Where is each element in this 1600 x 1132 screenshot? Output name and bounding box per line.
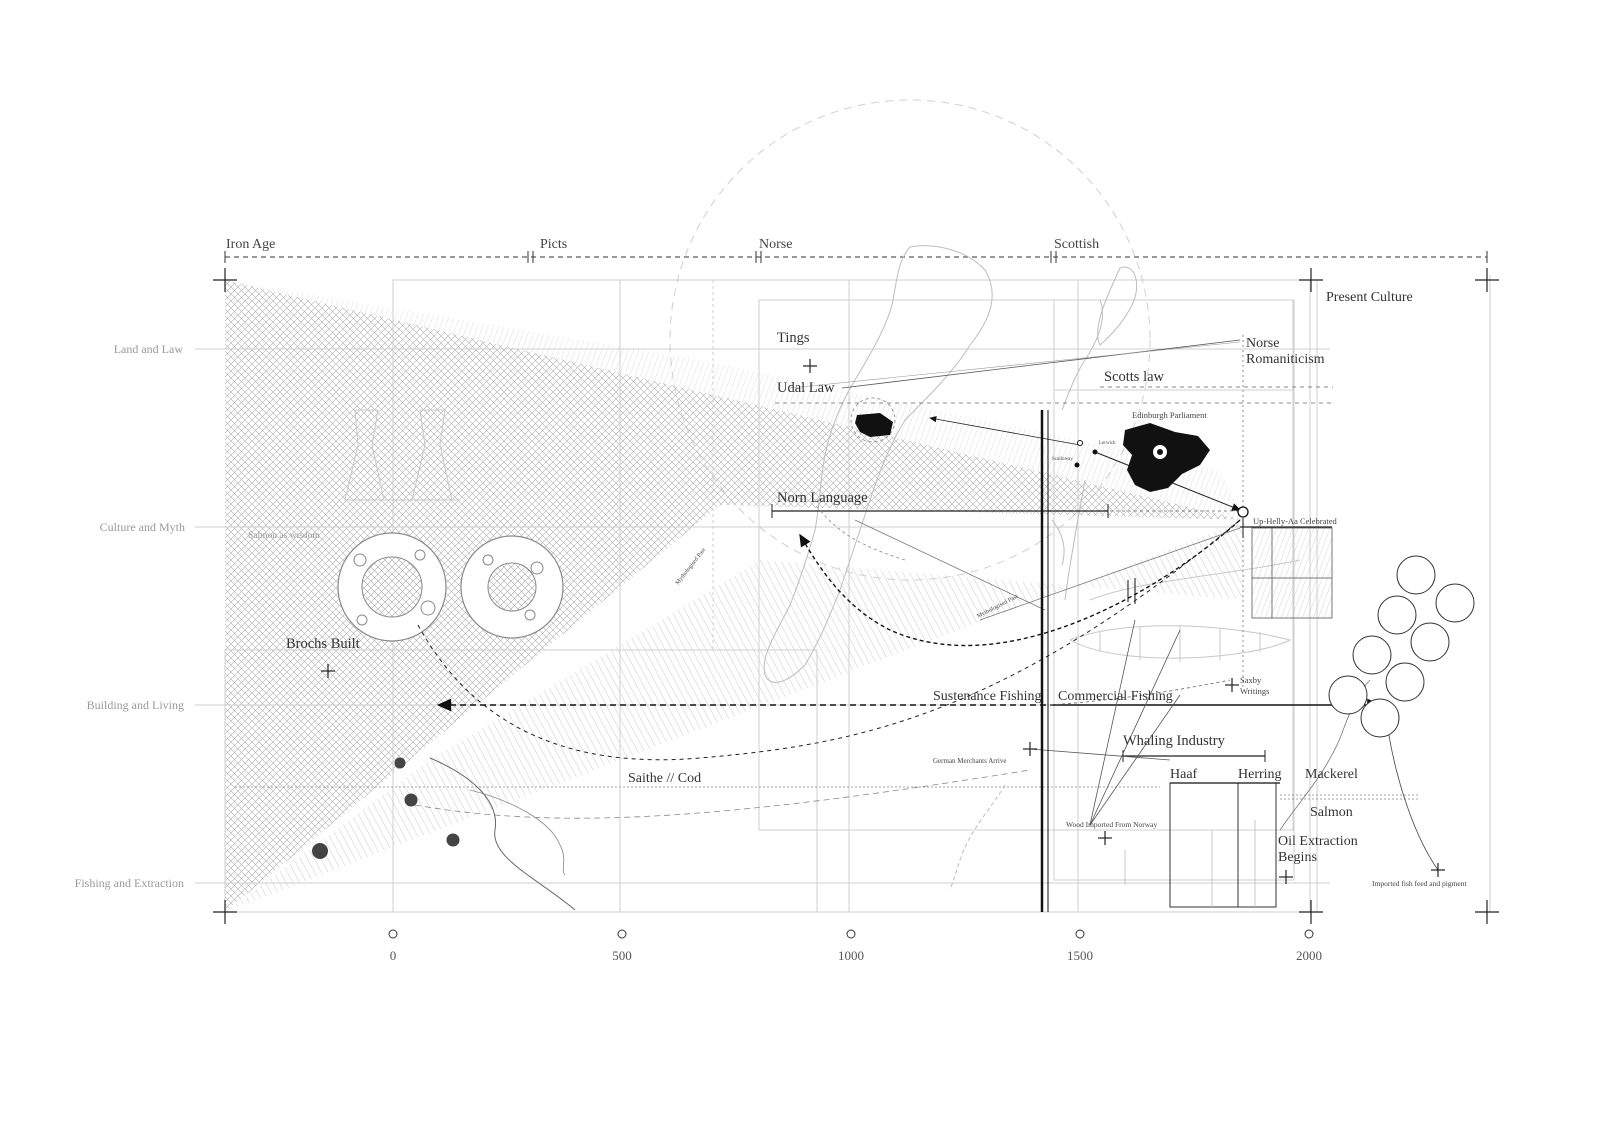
tick-2000: 2000 — [1296, 929, 1322, 963]
label-german-merchants: German Merchants Arrive — [933, 757, 1006, 765]
era-label-picts: Picts — [540, 237, 567, 252]
land-shapes — [855, 413, 1210, 492]
island-shape-small — [855, 413, 893, 437]
shetland-map — [763, 245, 1138, 891]
era-header: Iron Age Picts Norse Scottish — [224, 237, 1488, 263]
label-mackerel: Mackerel — [1305, 767, 1358, 782]
tick-1000: 1000 — [838, 929, 864, 963]
main-vertical-divider — [1040, 410, 1136, 912]
present-culture-label: Present Culture — [1326, 290, 1413, 305]
label-oil-extraction-1: Oil Extraction — [1278, 834, 1358, 849]
era-label-iron-age: Iron Age — [226, 237, 275, 252]
label-saxby-1: Saxby — [1240, 675, 1262, 685]
label-saxby-2: Writings — [1240, 686, 1269, 696]
category-label-land-and-law: Land and Law — [114, 342, 184, 356]
label-tings: Tings — [777, 330, 810, 346]
town-markers — [1074, 440, 1249, 518]
tick-label: 1000 — [838, 948, 864, 963]
label-lerwick: Lerwick — [1099, 441, 1116, 446]
label-mythologised-past-1: Mythologised Past — [675, 547, 708, 586]
up-helly-aa-panel — [1251, 527, 1333, 619]
label-commercial-fishing: Commercial Fishing — [1058, 689, 1173, 704]
tick-label: 500 — [612, 948, 632, 963]
label-brochs-built: Brochs Built — [286, 636, 360, 652]
label-salmon-wisdom: Salmon as wisdom — [248, 531, 320, 541]
label-salmon: Salmon — [1310, 805, 1353, 820]
era-label-scottish: Scottish — [1054, 237, 1099, 252]
tick-1500: 1500 — [1067, 929, 1093, 963]
fishing-dots — [312, 757, 460, 859]
broch-plans — [337, 532, 564, 642]
salmon-bubbles — [1328, 555, 1475, 738]
category-label-culture-and-myth: Culture and Myth — [100, 520, 185, 534]
label-saithe-cod: Saithe // Cod — [628, 771, 701, 786]
era-label-norse: Norse — [759, 237, 792, 252]
dashed-circles — [669, 99, 1151, 581]
label-udal-law: Udal Law — [777, 380, 835, 396]
tick-0: 0 — [388, 929, 398, 963]
tick-label: 2000 — [1296, 948, 1322, 963]
island-shape-large — [1123, 423, 1210, 492]
corner-marks — [213, 268, 1499, 924]
label-wood-imported: Wood Imported From Norway — [1066, 820, 1158, 829]
label-scalloway: Scalloway — [1052, 457, 1073, 462]
timeline-axis: 0 500 1000 1500 2000 — [388, 929, 1322, 963]
category-label-building-and-living: Building and Living — [87, 698, 184, 712]
tick-label: 1500 — [1067, 948, 1093, 963]
connector-lines — [414, 339, 1439, 911]
category-label-fishing-and-extraction: Fishing and Extraction — [75, 876, 184, 890]
label-norse-romanticism-1: Norse — [1246, 336, 1279, 351]
label-edinburgh-parliament: Edinburgh Parliament — [1132, 410, 1207, 420]
label-imported-fish-feed: Imported fish feed and pigment — [1372, 879, 1467, 888]
label-whaling-industry: Whaling Industry — [1123, 733, 1226, 749]
tick-500: 500 — [612, 929, 632, 963]
label-herring: Herring — [1238, 767, 1282, 782]
label-oil-extraction-2: Begins — [1278, 850, 1317, 865]
label-norn-language: Norn Language — [777, 490, 868, 506]
event-labels: Tings Udal Law Norse Romaniticism Scotts… — [248, 330, 1467, 888]
label-sustenance-fishing: Sustenance Fishing — [933, 689, 1042, 704]
dashed-guides — [235, 335, 1420, 800]
label-scotts-law: Scotts law — [1104, 369, 1165, 385]
label-haaf: Haaf — [1170, 767, 1198, 782]
label-norse-romanticism-2: Romaniticism — [1246, 352, 1325, 367]
brochs-sketch — [344, 409, 460, 501]
event-crosses — [321, 359, 1445, 884]
tick-label: 0 — [390, 948, 397, 963]
label-up-helly-aa: Up-Helly-Aa Celebrated — [1253, 516, 1338, 526]
